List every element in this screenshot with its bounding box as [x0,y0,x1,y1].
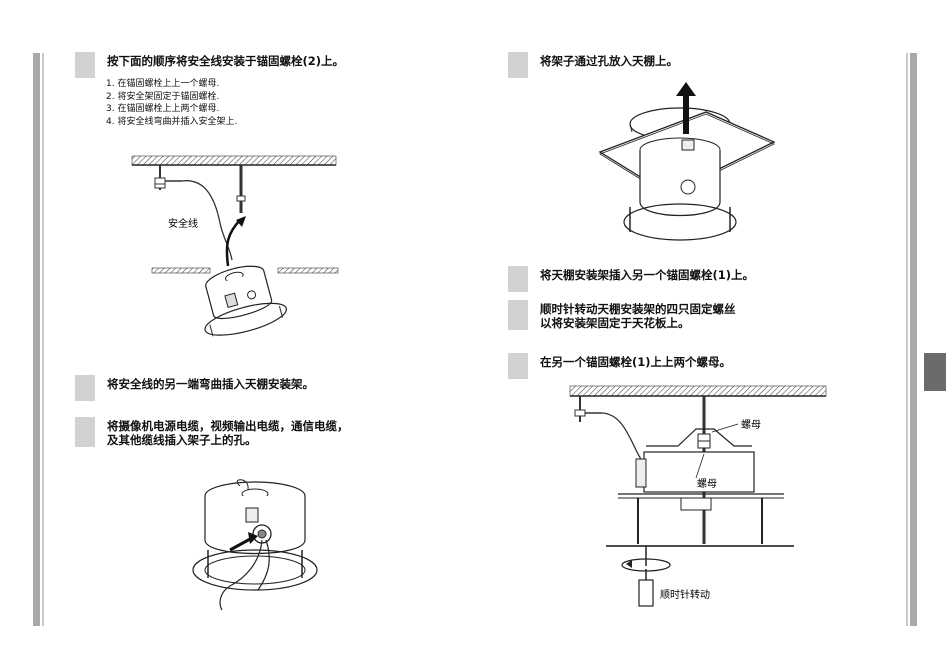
substep-item: 2. 将安全架固定于锚固螺栓. [106,91,237,104]
left-step-2-title: 将安全线的另一端弯曲插入天棚安装架。 [107,375,314,391]
chapter-tab-marker [924,353,946,391]
substep-item: 3. 在锚固螺栓上上两个螺母. [106,103,237,116]
nut-install-figure: 螺母 螺母 顺时针转动 [566,384,828,609]
step-marker-box [75,375,95,401]
left-margin-bar [33,53,40,626]
bracket-through-hole-figure [598,82,778,257]
cable-insertion-figure [190,478,320,618]
nut-label-top: 螺母 [741,419,761,431]
right-step-4: 在另一个锚固螺栓(1)上上两个螺母。 [508,353,731,379]
substep-item: 4. 将安全线弯曲并插入安全架上. [106,116,237,129]
left-step-1-title: 按下面的顺序将安全线安装于锚固螺栓(2)上。 [107,52,344,68]
rotate-clockwise-label: 顺时针转动 [660,588,710,601]
nut-label-bottom: 螺母 [697,478,717,490]
left-step-1: 按下面的顺序将安全线安装于锚固螺栓(2)上。 [75,52,344,78]
step-marker-box [508,52,528,78]
left-step-1-substeps: 1. 在锚固螺栓上上一个螺母. 2. 将安全架固定于锚固螺栓. 3. 在锚固螺栓… [106,78,237,128]
right-step-2: 将天棚安装架插入另一个锚固螺栓(1)上。 [508,266,754,292]
step-marker-box [75,52,95,78]
right-step-1: 将架子通过孔放入天棚上。 [508,52,678,78]
right-step-2-title: 将天棚安装架插入另一个锚固螺栓(1)上。 [540,266,754,282]
left-step-3: 将摄像机电源电缆，视频输出电缆，通信电缆， 及其他缆线插入架子上的孔。 [75,417,349,447]
step-marker-box [508,300,528,330]
left-step-3-title: 将摄像机电源电缆，视频输出电缆，通信电缆， 及其他缆线插入架子上的孔。 [107,417,349,447]
right-step-1-title: 将架子通过孔放入天棚上。 [540,52,678,68]
right-margin-bar [910,53,917,626]
right-step-4-title: 在另一个锚固螺栓(1)上上两个螺母。 [540,353,731,369]
safety-wire-label: 安全线 [168,217,198,230]
right-step-3: 顺时针转动天棚安装架的四只固定螺丝 以将安装架固定于天花板上。 [508,300,736,330]
step-marker-box [508,353,528,379]
safety-wire-figure: 安全线 [120,148,350,348]
step-marker-box [75,417,95,447]
right-step-3-title: 顺时针转动天棚安装架的四只固定螺丝 以将安装架固定于天花板上。 [540,300,736,330]
left-step-2: 将安全线的另一端弯曲插入天棚安装架。 [75,375,314,401]
step-marker-box [508,266,528,292]
substep-item: 1. 在锚固螺栓上上一个螺母. [106,78,237,91]
